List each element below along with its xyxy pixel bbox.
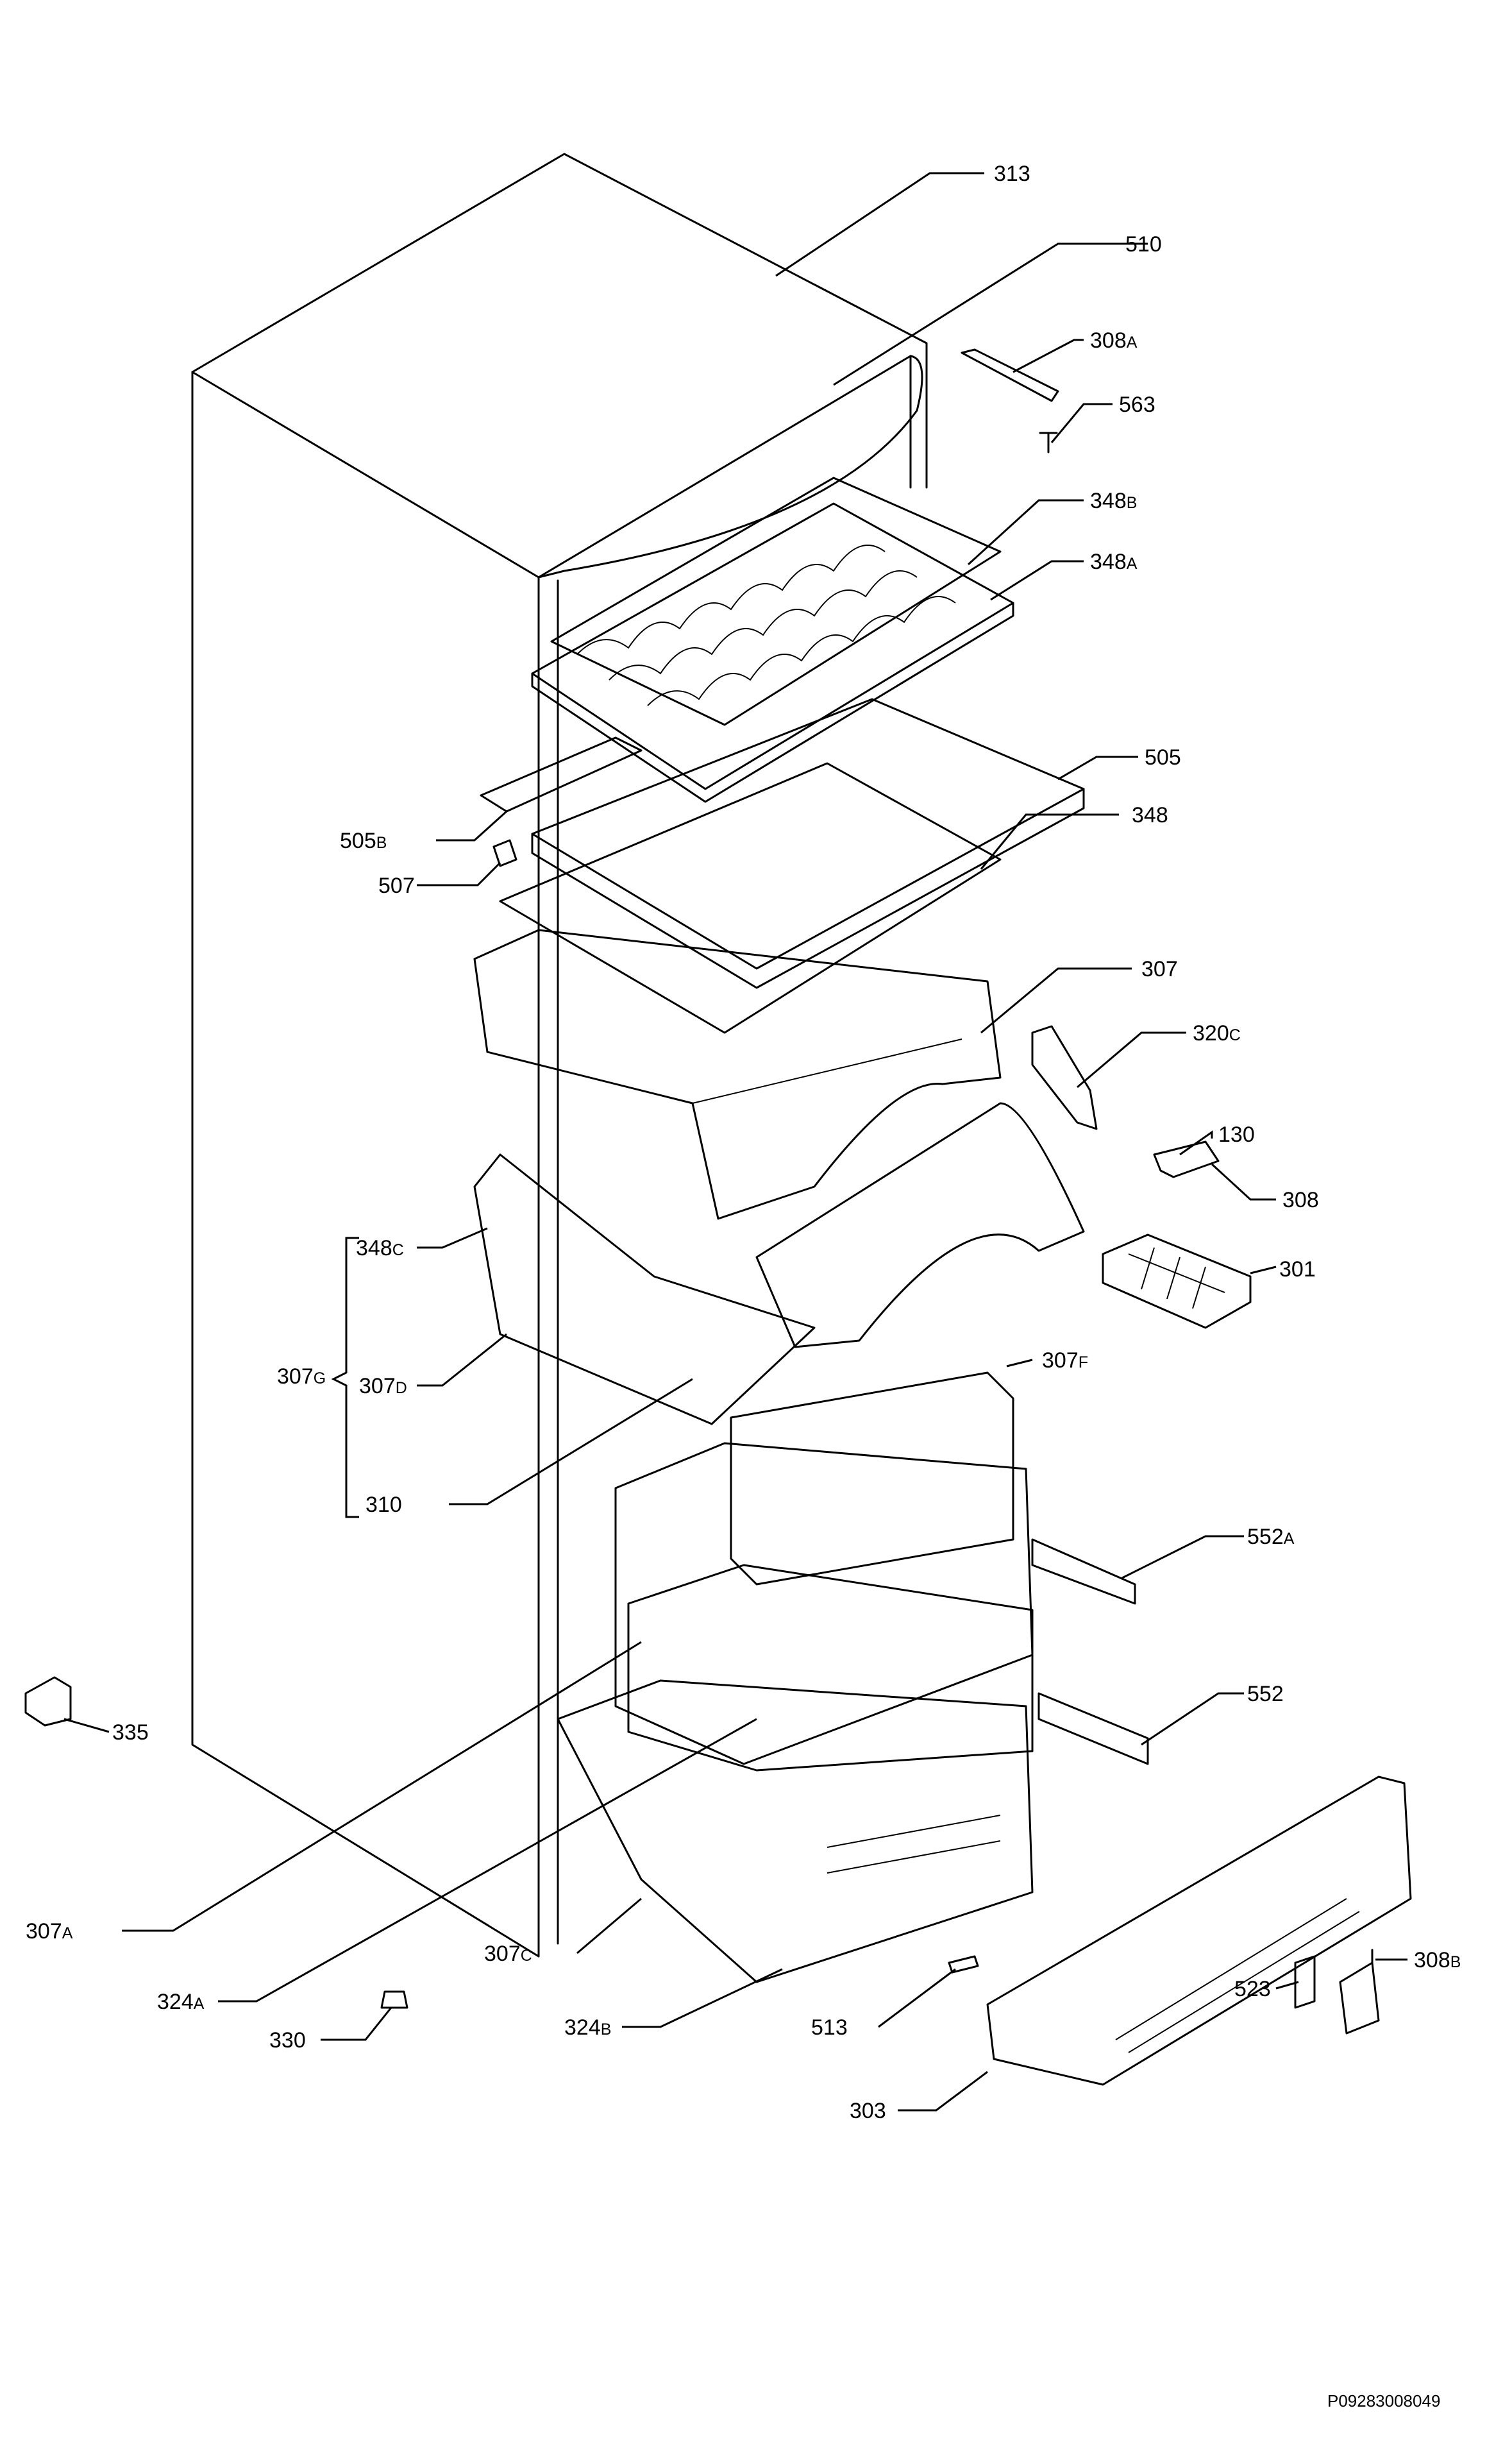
drawer-307c <box>614 1442 1034 1765</box>
label-348a: 348A <box>1090 550 1138 574</box>
label-510: 510 <box>1125 232 1162 257</box>
lever-308a <box>961 348 1059 402</box>
front-307f <box>730 1371 1014 1586</box>
label-130: 130 <box>1218 1123 1255 1147</box>
label-523: 523 <box>1234 1977 1271 2001</box>
label-552a: 552A <box>1247 1525 1295 1549</box>
leader-lines <box>63 172 1407 2112</box>
label-310: 310 <box>365 1493 402 1517</box>
bracket-335 <box>24 1676 72 1727</box>
label-348: 348 <box>1132 803 1168 827</box>
ice-tray-301 <box>1102 1233 1252 1329</box>
kickplate-303 <box>986 1775 1412 2086</box>
label-507: 507 <box>378 874 415 898</box>
slide-552 <box>1037 1692 1149 1765</box>
wine-rack-348b <box>550 477 1002 726</box>
label-324a: 324A <box>157 1990 205 2014</box>
label-348c: 348C <box>356 1236 404 1260</box>
divider-307d <box>473 1153 816 1425</box>
label-308b: 308B <box>1414 1948 1461 1972</box>
drawing-code: P09283008049 <box>1327 2391 1440 2410</box>
plate-523 <box>1294 1955 1316 2009</box>
label-307g: 307G <box>277 1364 326 1389</box>
label-563: 563 <box>1119 393 1155 417</box>
foot-330 <box>380 1990 408 2009</box>
label-307f: 307F <box>1042 1348 1088 1373</box>
label-308: 308 <box>1282 1188 1319 1212</box>
label-330: 330 <box>269 2028 306 2053</box>
bracket-308b <box>1339 1949 1380 2035</box>
part-labels: 313 510 308A 563 348B 348A 505 348 505B … <box>26 162 1461 2123</box>
label-552: 552 <box>1247 1682 1284 1706</box>
clip-507 <box>492 839 517 867</box>
label-324b: 324B <box>564 2015 611 2040</box>
hinge-130 <box>1153 1140 1220 1178</box>
label-505: 505 <box>1145 745 1181 770</box>
label-335: 335 <box>112 1720 149 1745</box>
slide-552a <box>1031 1538 1136 1605</box>
shelf-support-505b <box>480 736 643 813</box>
label-307d: 307D <box>359 1374 407 1398</box>
drawer-324a <box>627 1564 1034 1772</box>
label-307a: 307A <box>26 1919 73 1944</box>
door-lid-310 <box>755 1102 1085 1348</box>
label-307: 307 <box>1141 957 1178 981</box>
rack-frame-348a <box>531 502 1014 803</box>
label-320c: 320C <box>1193 1021 1241 1046</box>
label-313: 313 <box>994 162 1030 186</box>
label-513: 513 <box>811 2015 848 2040</box>
label-505b: 505B <box>340 829 387 853</box>
vent-grille-320c <box>1031 1025 1098 1130</box>
crisper-307 <box>473 929 1002 1220</box>
clip-513 <box>948 1955 979 1974</box>
label-303: 303 <box>850 2099 886 2123</box>
drawer-324b <box>557 1679 1034 1983</box>
label-307c: 307C <box>484 1942 532 1966</box>
shelf-frame-505 <box>531 698 1085 989</box>
label-308a: 308A <box>1090 328 1138 353</box>
cabinet-body <box>191 153 928 1958</box>
label-301: 301 <box>1279 1257 1316 1282</box>
screw-563 <box>1039 432 1058 453</box>
top-cover-510 <box>537 355 923 579</box>
label-348b: 348B <box>1090 489 1137 513</box>
glass-plate-348 <box>499 762 1002 1034</box>
